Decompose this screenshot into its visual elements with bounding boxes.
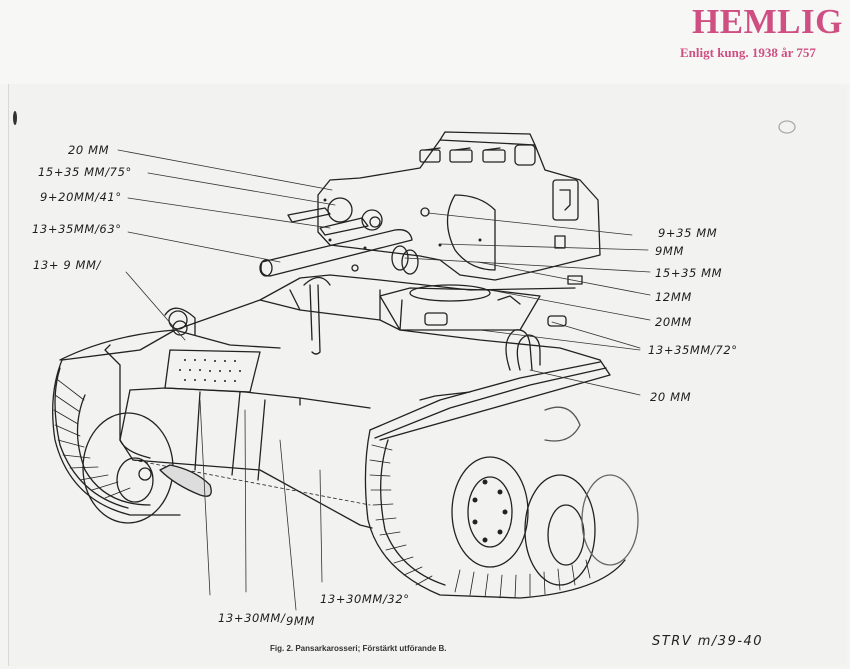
photo-frame xyxy=(8,84,847,666)
paper-top-margin xyxy=(0,0,850,84)
label-13-35mm-63deg: 13+35MM/63° xyxy=(32,222,122,236)
classification-stamp: HEMLIG xyxy=(692,2,843,41)
label-9-35mm: 9+35 MM xyxy=(658,226,718,240)
label-15-35mm: 15+35 MM xyxy=(655,266,723,280)
label-20mm-deck: 20MM xyxy=(655,315,692,329)
label-13-30mm-32deg: 13+30MM/32° xyxy=(320,592,410,606)
label-front-armor-20mm: 20 MM xyxy=(68,143,110,157)
label-12mm: 12MM xyxy=(655,290,692,304)
label-13-9mm: 13+ 9 MM/ xyxy=(33,258,102,272)
label-13-35mm-72deg: 13+35MM/72° xyxy=(648,343,738,357)
label-9mm-turret: 9MM xyxy=(655,244,684,258)
model-designation: STRV m/39-40 xyxy=(652,634,764,649)
label-15-35mm-75deg: 15+35 MM/75° xyxy=(38,165,132,179)
label-9-20mm-41deg: 9+20MM/41° xyxy=(40,190,122,204)
label-9mm-lower: 9MM xyxy=(286,614,315,628)
figure-caption: Fig. 2. Pansarkarosseri; Förstärkt utför… xyxy=(270,644,447,653)
label-20mm-side: 20 MM xyxy=(650,390,692,404)
classification-stamp-subtitle: Enligt kung. 1938 år 757 xyxy=(680,45,816,60)
label-13-30mm: 13+30MM/ xyxy=(218,611,286,625)
